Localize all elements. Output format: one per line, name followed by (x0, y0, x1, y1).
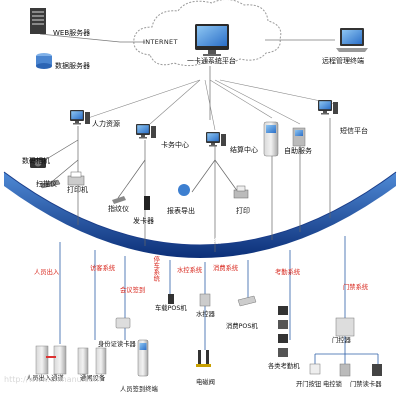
meeting-branch-label: 会议签到 (120, 287, 146, 294)
sms-pc-icon (318, 100, 338, 115)
self-service-label: 自助服务 (284, 147, 312, 155)
scanner-label: 扫描仪 (36, 180, 57, 188)
remote-terminal-label: 远程管理终端 (322, 57, 364, 65)
printer-icon (67, 171, 85, 186)
database-icon (36, 53, 52, 69)
report-icon (178, 184, 190, 196)
card-center-label: 卡务中心 (161, 141, 189, 149)
radial-links (87, 79, 336, 131)
gate-label: 通闸设备 (80, 375, 106, 382)
print-label: 打印 (236, 207, 250, 215)
laptop-icon (336, 28, 368, 52)
print-icon (233, 185, 249, 199)
top-links (39, 33, 335, 120)
attendance-machine-label: 各类考勤机 (268, 363, 300, 370)
attendance-device-icon (278, 306, 288, 357)
water-branch-label: 水控系统 (177, 267, 203, 274)
valve-icon (196, 350, 211, 367)
id-reader-label: 身份证读卡器 (98, 341, 136, 348)
db-server-label: 数据服务器 (55, 62, 90, 70)
id-reader-icon (115, 317, 131, 329)
sms-label: 短信平台 (340, 127, 368, 135)
door-reader-label: 门禁读卡器 (350, 381, 382, 388)
entry-branch-label: 人员出入 (34, 269, 60, 276)
parking-branch-label: 停车系统 (152, 256, 160, 282)
gate-icon (77, 347, 107, 375)
turnstile-icon (35, 345, 67, 375)
camera-icon (30, 158, 46, 168)
report-label: 报表导出 (167, 207, 195, 215)
printer-label: 打印机 (67, 186, 88, 194)
open-button-label: 开门按钮 (296, 381, 322, 388)
pos-label: 消费POS机 (226, 323, 258, 330)
water-ctrl-label: 水控器 (196, 311, 215, 318)
hr-label: 人力资源 (92, 120, 120, 128)
platform-monitor-icon (195, 24, 229, 56)
door-reader-icon (372, 364, 382, 376)
fingerprint-label: 指纹仪 (108, 205, 129, 213)
visitor-branch-label: 访客系统 (90, 265, 116, 272)
turnstile-label: 人员出入通道 (26, 375, 64, 382)
open-button-icon (309, 363, 321, 375)
watermark: http://www.chinanu.com (4, 375, 102, 384)
center-links (39, 118, 331, 252)
kiosk-label: 人员签到终端 (120, 386, 158, 393)
settlement-pc-icon (206, 132, 226, 147)
access-branch-label: 门禁系统 (343, 284, 369, 291)
network-label: TCP/IP网络 (184, 237, 222, 245)
lock-icon (339, 363, 351, 377)
web-server-label: WEB服务器 (53, 29, 91, 37)
pos-icon (237, 295, 257, 307)
atm-icon (292, 127, 306, 147)
platform-label: 一卡通系统平台 (187, 57, 236, 65)
lock-label: 电控锁 (323, 381, 342, 388)
attendance-branch-label: 考勤系统 (275, 269, 301, 276)
valve-label: 电磁阀 (196, 379, 215, 386)
hr-pc-icon (70, 110, 90, 125)
sign-kiosk-icon (137, 339, 149, 377)
card-issuer-label: 发卡器 (133, 217, 154, 225)
consume-branch-label: 消费系统 (213, 265, 239, 272)
card-center-pc-icon (136, 124, 156, 139)
web-server-icon (30, 8, 46, 34)
network-arc (4, 172, 396, 258)
fingerprint-icon (112, 196, 126, 204)
door-controller-icon (335, 317, 355, 337)
scanner-icon (39, 179, 61, 189)
card-issuer-icon (144, 196, 150, 210)
camera-label: 数码相机 (22, 157, 50, 165)
self-service-kiosk-icon (263, 121, 279, 157)
water-controller-icon (199, 293, 211, 307)
car-pos-icon (168, 294, 174, 304)
internet-label: INTERNET (143, 38, 178, 46)
car-pos-label: 车载POS机 (155, 305, 187, 312)
settle-center-label: 结算中心 (230, 146, 258, 154)
access-ctrl-label: 门控器 (332, 337, 351, 344)
